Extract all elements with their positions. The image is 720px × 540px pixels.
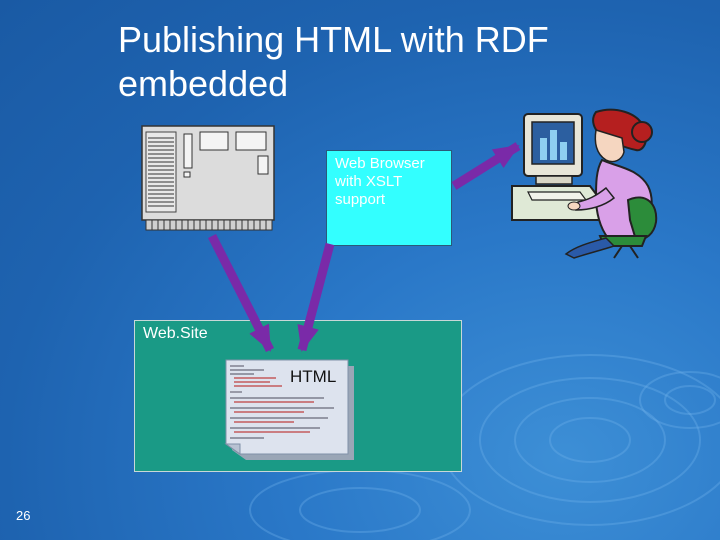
- slide-title: Publishing HTML with RDF embedded: [118, 18, 678, 106]
- browser-line-1: Web Browser: [335, 155, 425, 172]
- html-document-icon: [224, 359, 354, 460]
- browser-to-html-arrow: [297, 242, 335, 352]
- server-icon: [141, 125, 275, 231]
- title-line-2: embedded: [118, 63, 289, 104]
- page-number: 26: [16, 508, 31, 523]
- user-at-computer-icon: [511, 108, 658, 259]
- website-label: Web.Site: [143, 325, 208, 342]
- title-line-1: Publishing HTML with RDF: [118, 19, 549, 60]
- browser-to-user-arrow: [451, 142, 521, 190]
- html-document-label: HTML: [290, 367, 337, 386]
- browser-line-3: support: [335, 191, 386, 208]
- web-browser-box: Web Browser with XSLT support: [326, 150, 452, 246]
- browser-line-2: with XSLT: [335, 173, 403, 190]
- server-to-html-arrow: [207, 233, 275, 353]
